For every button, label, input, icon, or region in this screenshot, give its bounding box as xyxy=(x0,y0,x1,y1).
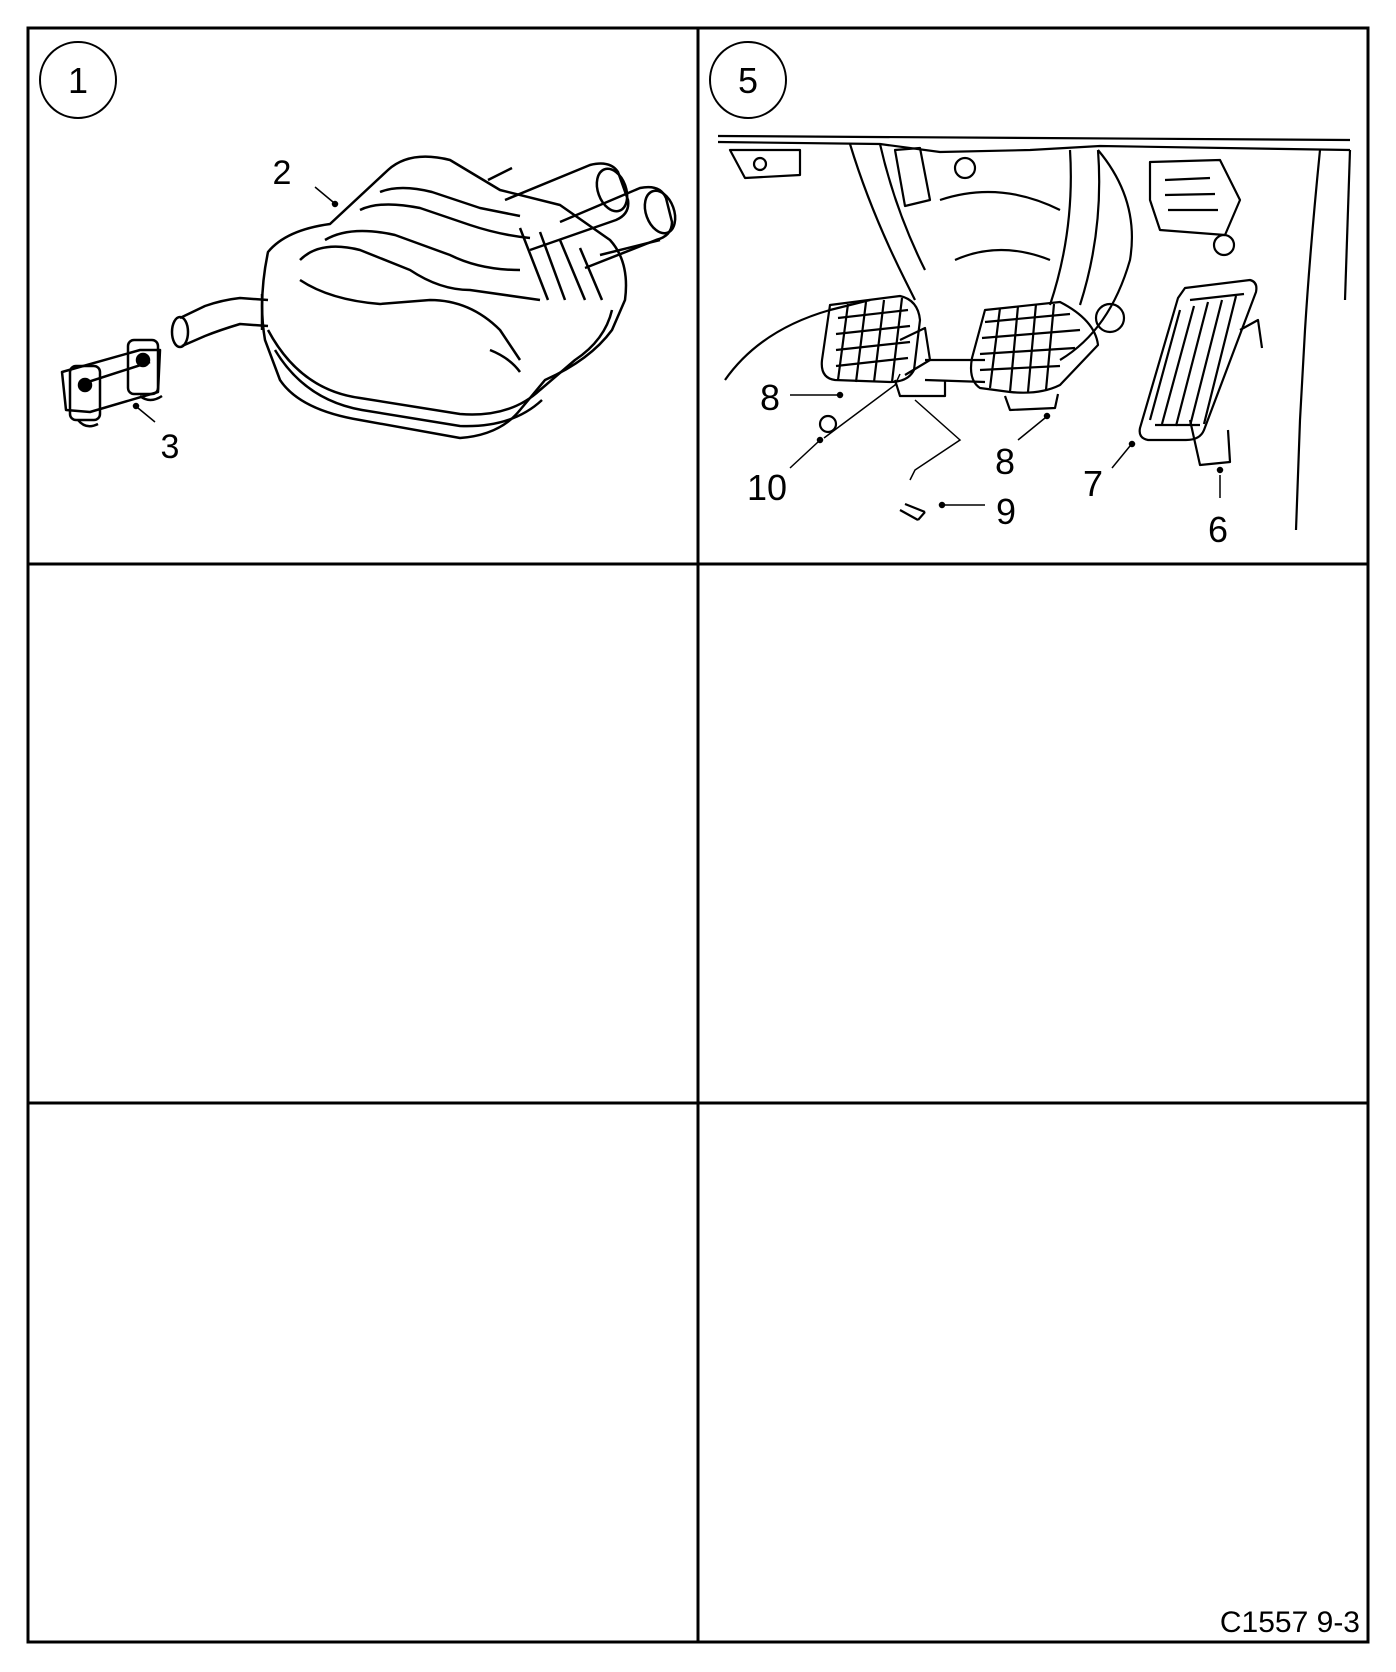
callout-2: 2 xyxy=(273,154,292,192)
callout-8-right: 8 xyxy=(995,441,1015,482)
panel-5: 5 xyxy=(709,41,1352,550)
panel-5-leaders xyxy=(789,373,1224,509)
step-number-5: 5 xyxy=(738,60,758,101)
callout-6: 6 xyxy=(1208,509,1228,550)
callout-9: 9 xyxy=(996,491,1016,532)
pedal-box-illustration xyxy=(717,134,1352,531)
panel-1-leaders xyxy=(132,186,339,423)
exhaust-clamp-illustration xyxy=(60,338,163,428)
callout-10: 10 xyxy=(747,467,787,508)
callout-8-left: 8 xyxy=(760,377,780,418)
callout-3: 3 xyxy=(161,428,180,466)
panel-grid xyxy=(26,26,1370,1644)
panel-empty-row2-right xyxy=(700,566,1366,1101)
step-badge-1 xyxy=(39,41,117,119)
panel-1: 1 xyxy=(39,41,677,466)
panel-empty-row3-right xyxy=(700,1105,1366,1640)
rear-silencer-illustration xyxy=(170,155,677,440)
callout-7: 7 xyxy=(1083,463,1103,504)
figure-code: C1557 9-3 xyxy=(1220,1606,1360,1639)
panel-empty-row3-left xyxy=(30,1105,696,1640)
step-badge-5 xyxy=(709,41,787,119)
panel-empty-row2-left xyxy=(30,566,696,1101)
step-number-1: 1 xyxy=(68,60,88,101)
